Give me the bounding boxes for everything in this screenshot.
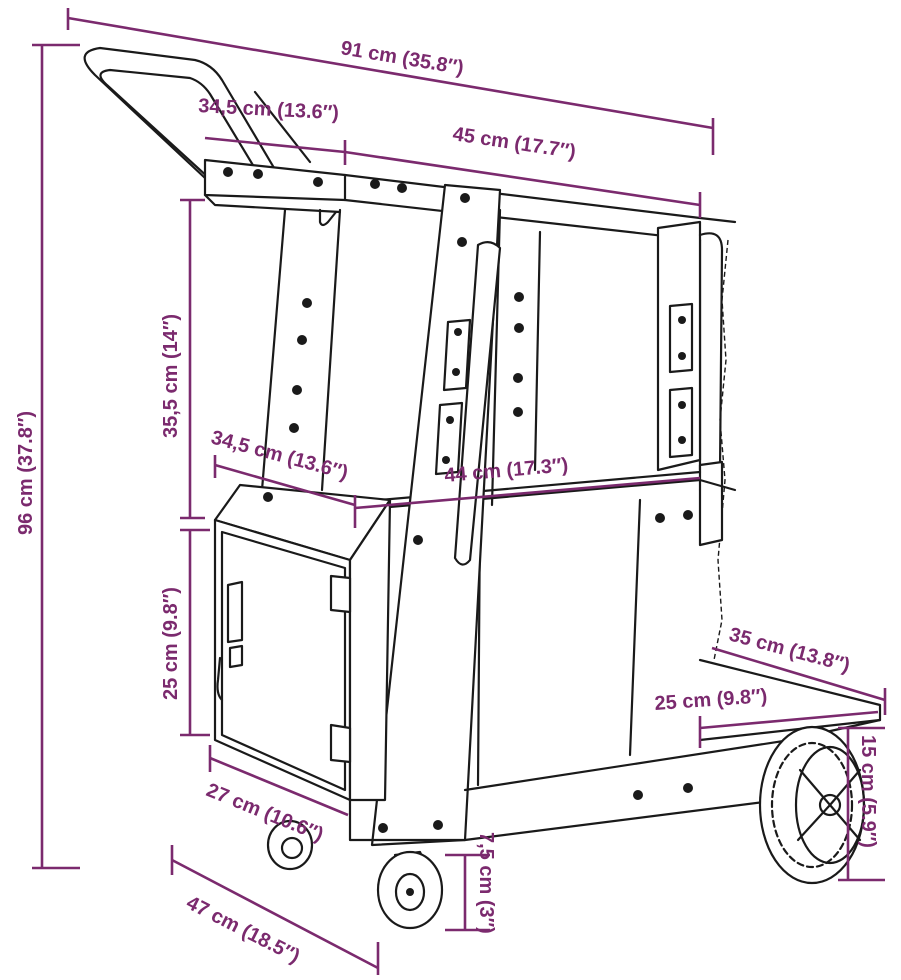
label-base-depth: 47 cm (18.5″) (183, 892, 304, 968)
label-middle-depth: 34,5 cm (13.6″) (209, 427, 351, 485)
rear-post-with-chain (656, 220, 729, 661)
label-total-height: 96 cm (37.8″) (15, 411, 37, 535)
label-bottom-shelf-width: 25 cm (9.8″) (654, 685, 768, 715)
label-upper-height: 35,5 cm (14″) (160, 314, 182, 438)
front-upright (370, 183, 502, 847)
label-cabinet-depth: 27 cm (10.6″) (203, 779, 326, 846)
push-handle (83, 46, 312, 192)
front-caster-right (376, 850, 444, 930)
dimension-lines (32, 8, 887, 975)
front-caster-left (266, 819, 314, 871)
rear-wheel (758, 725, 866, 885)
welding-cart-drawing (83, 46, 882, 930)
label-wheel-diameter: 15 cm (5.9″) (857, 735, 879, 848)
label-bottom-shelf-length: 35 cm (13.8″) (727, 624, 853, 677)
label-caster-height: 7,5 cm (3″) (475, 832, 497, 934)
label-cabinet-height: 25 cm (9.8″) (160, 587, 182, 700)
label-handle-depth: 34,5 cm (13.6″) (198, 95, 340, 124)
bottom-frame (348, 658, 882, 842)
label-top-tray-width: 45 cm (17.7″) (451, 123, 577, 163)
cabinet (213, 483, 392, 802)
label-overall-length: 91 cm (35.8″) (339, 37, 465, 79)
